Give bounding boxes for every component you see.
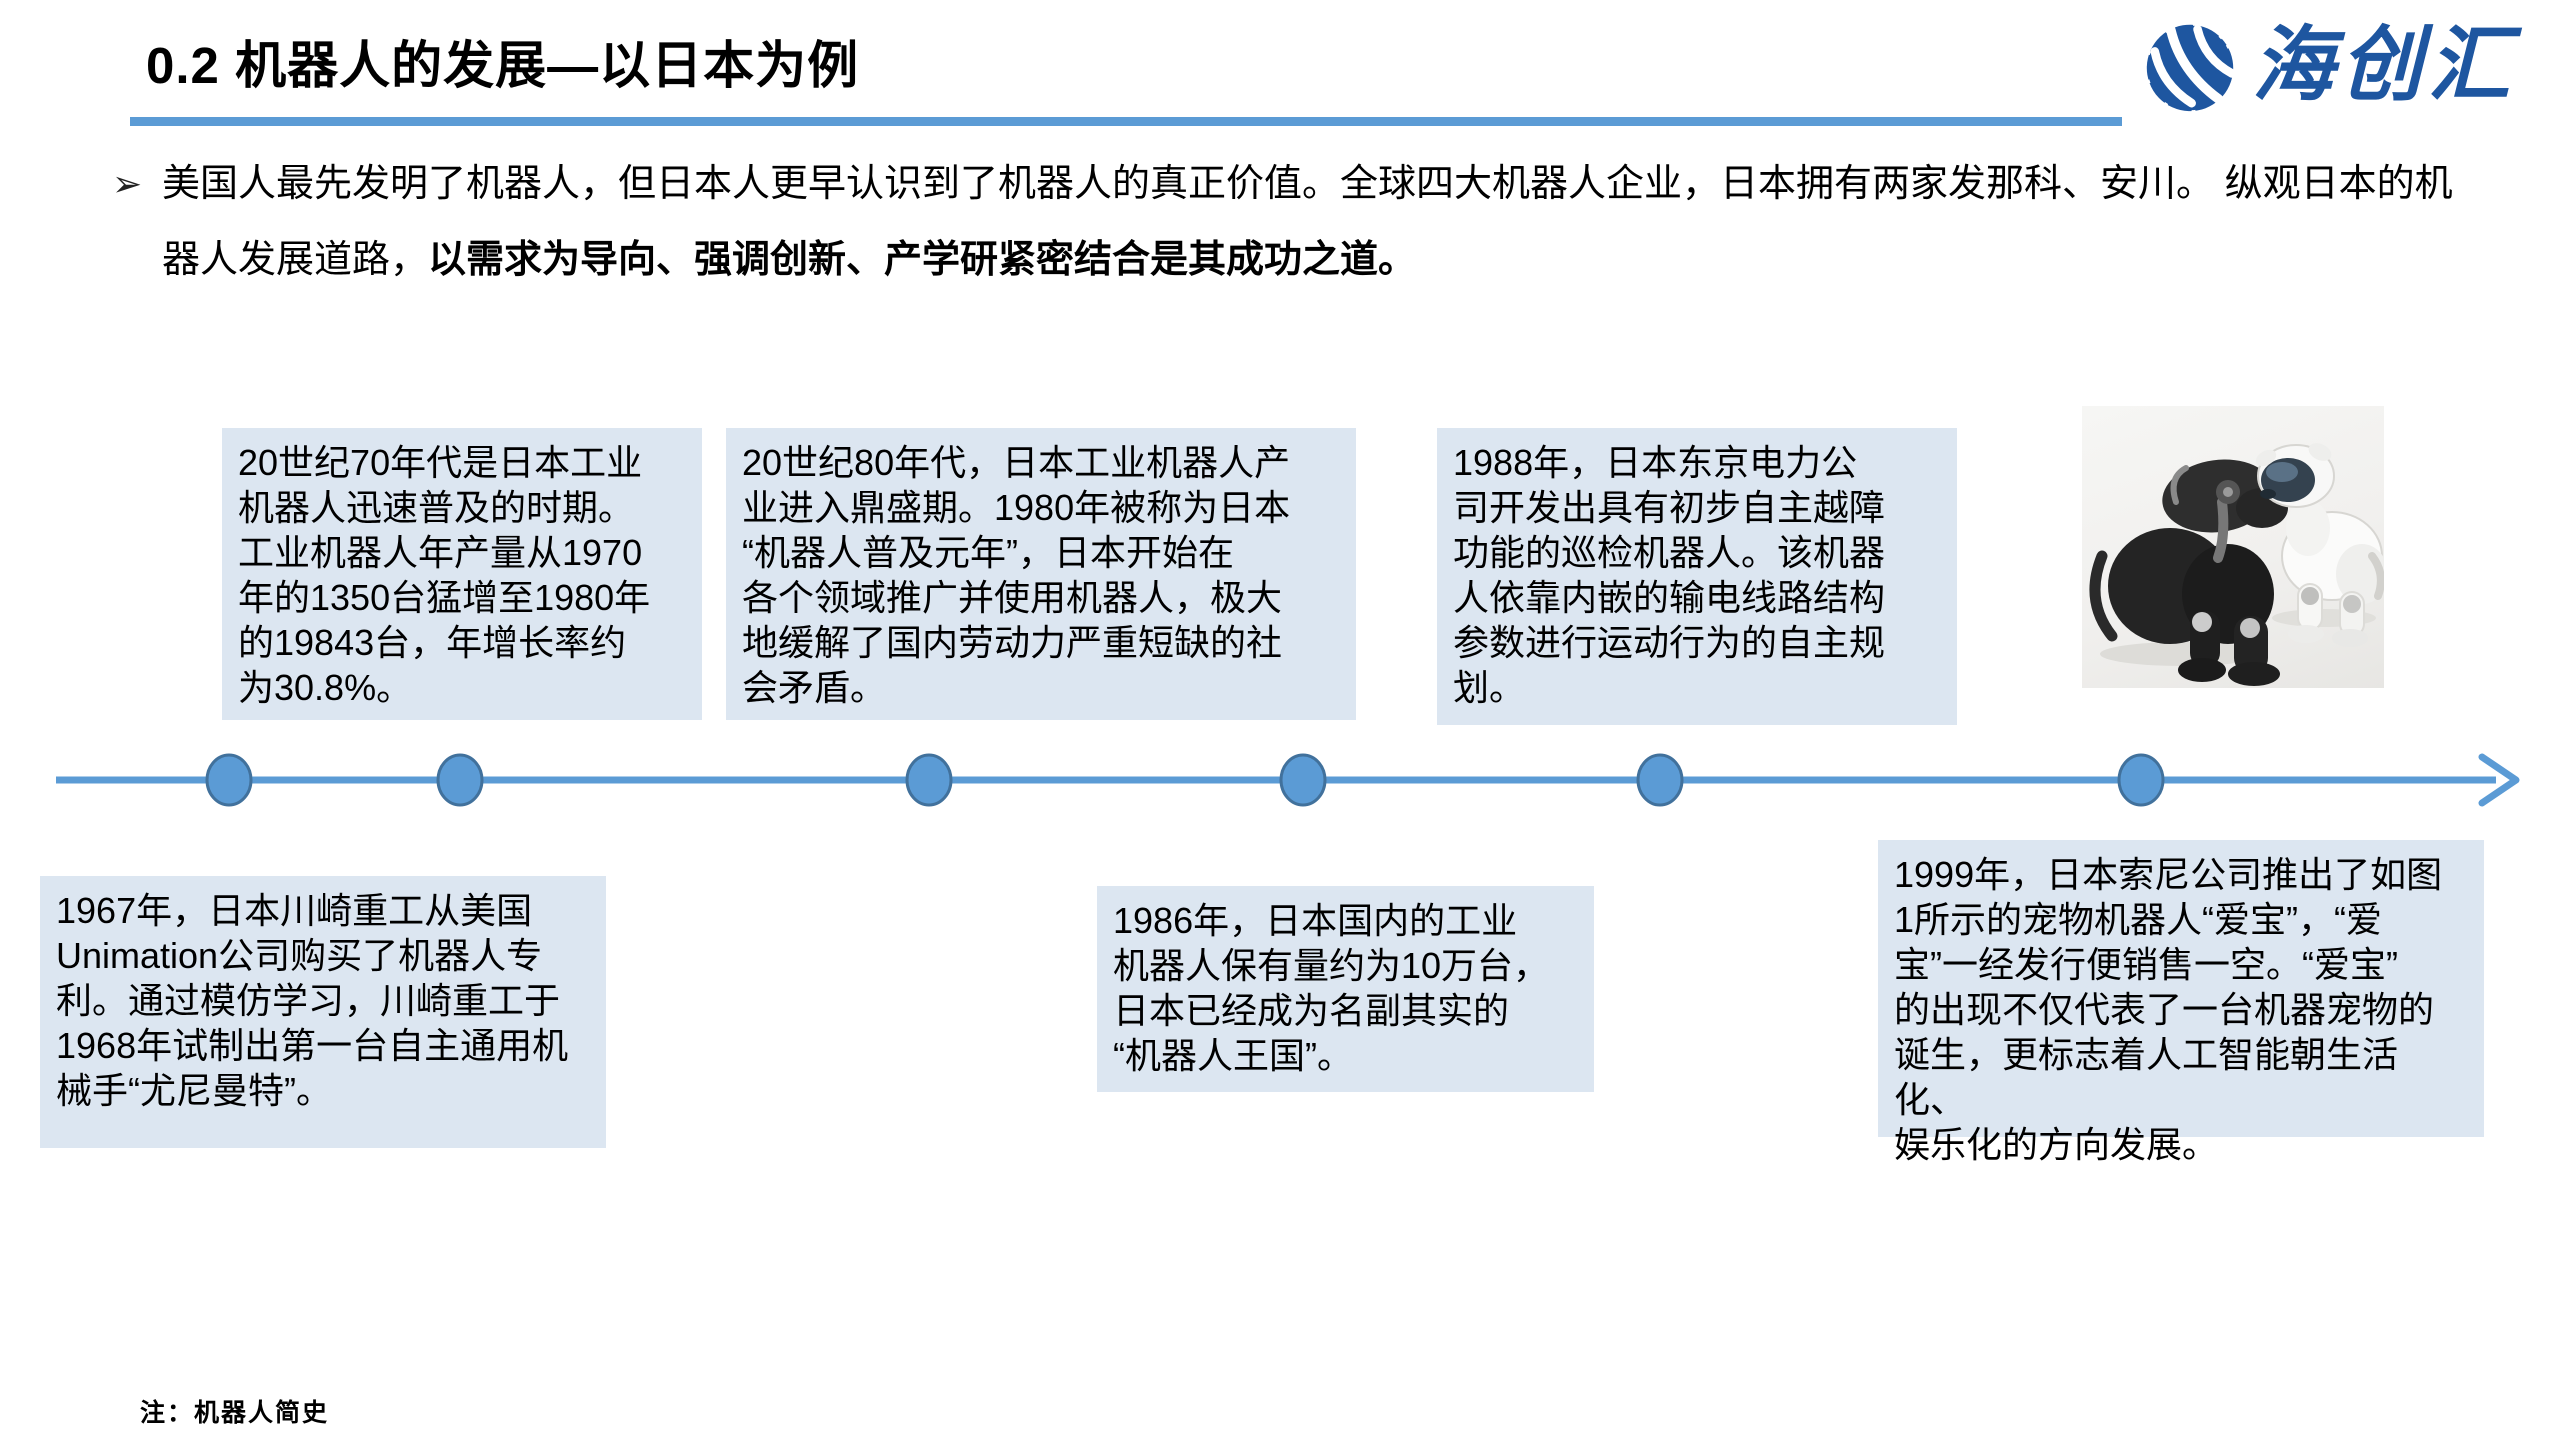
timeline-arrow xyxy=(56,753,2520,807)
timeline-box-1986: 1986年，日本国内的工业 机器人保有量约为10万台， 日本已经成为名副其实的 … xyxy=(1097,886,1594,1092)
intro-line2-bold: 以需求为导向、强调创新、产学研紧密结合是其成功之道。 xyxy=(428,239,1417,281)
intro-paragraph: ➢ 美国人最先发明了机器人，但日本人更早认识到了机器人的真正价值。全球四大机器人… xyxy=(112,146,2472,298)
timeline-box-1988: 1988年，日本东京电力公 司开发出具有初步自主越障 功能的巡检机器人。该机器 … xyxy=(1437,428,1957,725)
title-underline xyxy=(130,117,2122,126)
intro-line2-regular: 纵观日本的机器人发展道路， xyxy=(162,163,2453,281)
timeline-dot xyxy=(2117,753,2165,807)
timeline-dot xyxy=(1279,753,1327,807)
timeline-box-1970s: 20世纪70年代是日本工业 机器人迅速普及的时期。 工业机器人年产量从1970 … xyxy=(222,428,702,720)
timeline-box-1980s: 20世纪80年代，日本工业机器人产 业进入鼎盛期。1980年被称为日本 “机器人… xyxy=(726,428,1356,720)
white-robot-dog xyxy=(2255,443,2388,647)
arrow-bullet-icon: ➢ xyxy=(112,163,143,204)
timeline-dot xyxy=(905,753,953,807)
timeline-dot xyxy=(205,753,253,807)
arrowhead-icon xyxy=(2478,753,2520,807)
intro-text: 美国人最先发明了机器人，但日本人更早认识到了机器人的真正价值。全球四大机器人企业… xyxy=(162,146,2472,298)
intro-line1: 美国人最先发明了机器人，但日本人更早认识到了机器人的真正价值。全球四大机器人企业… xyxy=(162,163,2215,205)
logo-text: 海创汇 xyxy=(2252,20,2516,111)
timeline-box-1999: 1999年，日本索尼公司推出了如图 1所示的宠物机器人“爱宝”，“爱 宝”一经发… xyxy=(1878,840,2484,1165)
timeline-dot xyxy=(1636,753,1684,807)
timeline-box-1967: 1967年，日本川崎重工从美国 Unimation公司购买了机器人专 利。通过模… xyxy=(40,876,606,1148)
footnote: 注：机器人简史 xyxy=(140,1400,330,1427)
timeline-dot xyxy=(436,753,484,807)
page-title: 0.2 机器人的发展—以日本为例 xyxy=(146,37,860,94)
robot-dogs-image xyxy=(2082,406,2388,688)
black-robot-dog xyxy=(2089,459,2288,686)
sphere-blob-logo-icon xyxy=(2145,23,2237,113)
company-logo: 海创汇 xyxy=(2142,16,2516,116)
